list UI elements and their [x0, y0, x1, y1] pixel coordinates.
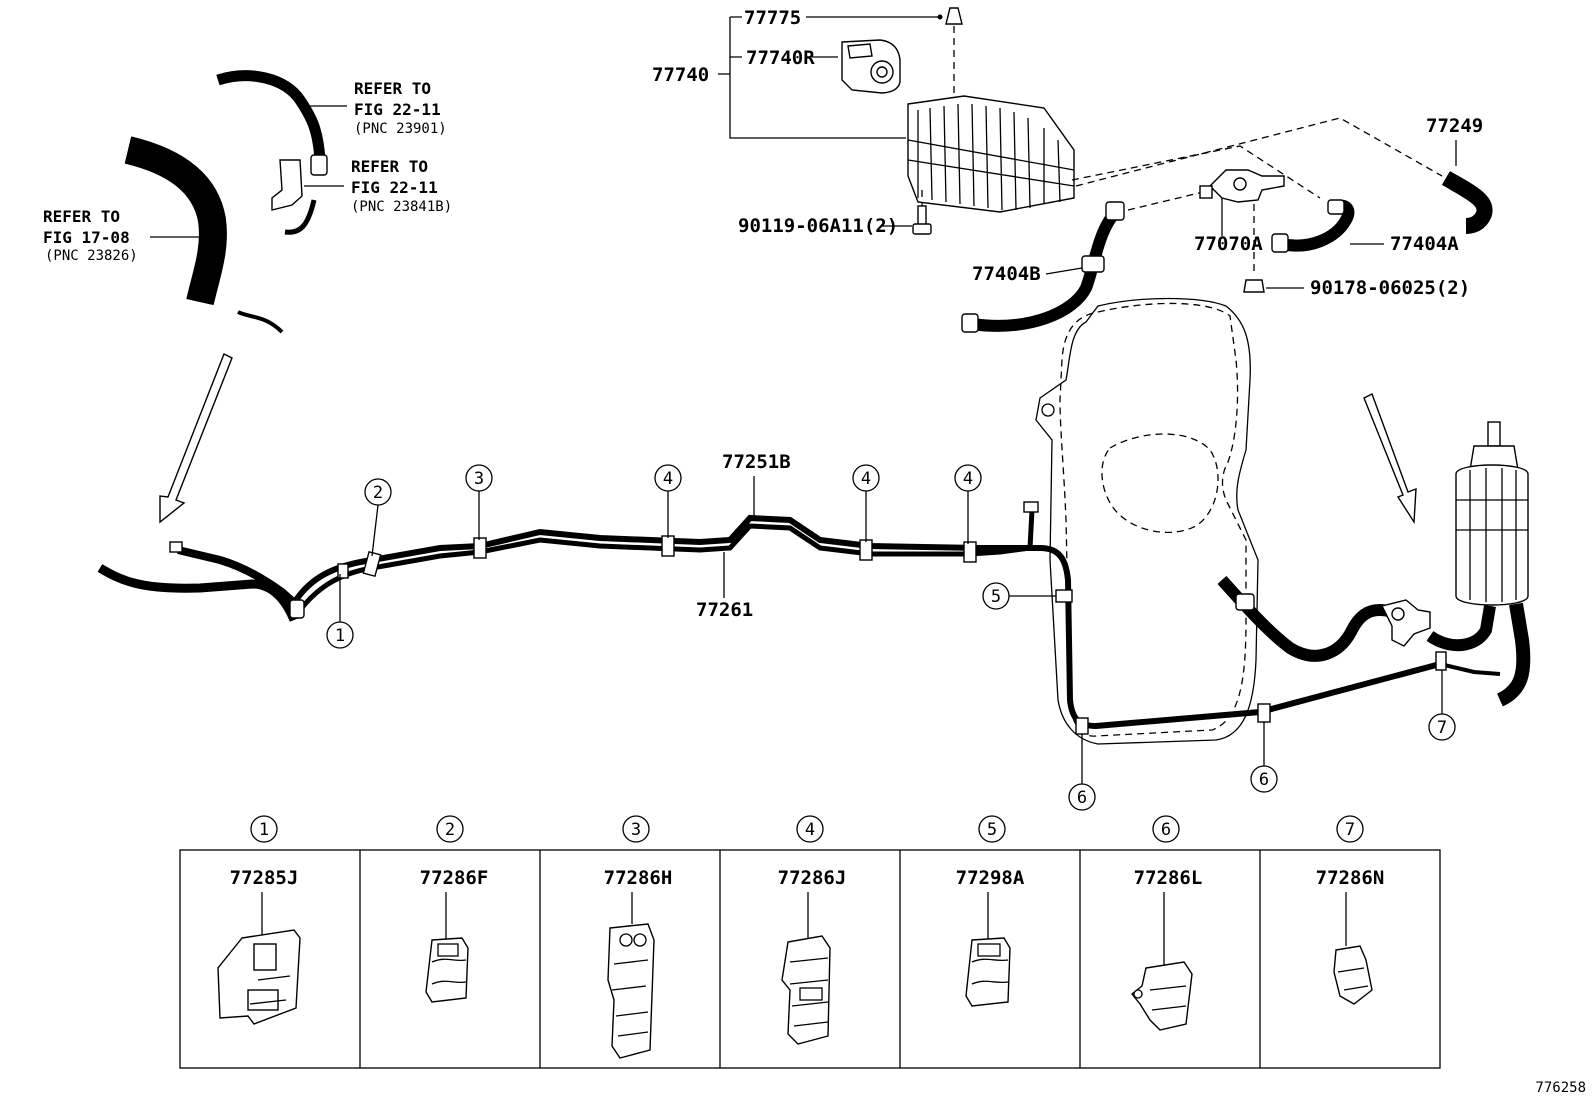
- clamp-77286N-icon: [1333, 945, 1373, 1005]
- hose-77249-icon: [1441, 171, 1493, 234]
- fuel-line-77261: [298, 501, 1039, 612]
- ref-hose-upper: [216, 70, 328, 176]
- svg-text:REFER TO: REFER TO: [43, 207, 120, 226]
- ref-fig-22-11-b-text: REFER TO FIG 22-11 (PNC 23841B): [351, 157, 452, 215]
- clamp-77286F-icon: [425, 937, 469, 1003]
- svg-text:77298A: 77298A: [956, 867, 1025, 889]
- svg-text:1: 1: [259, 820, 269, 840]
- svg-text:77286L: 77286L: [1134, 867, 1203, 889]
- svg-text:6: 6: [1259, 770, 1269, 790]
- svg-text:3: 3: [631, 820, 641, 840]
- clamp-77286J-icon: [781, 935, 831, 1045]
- arrow-right-down: [1363, 393, 1417, 525]
- svg-text:1: 1: [335, 626, 345, 646]
- svg-text:77286H: 77286H: [604, 867, 673, 889]
- ref-connector-bracket: [271, 159, 317, 235]
- svg-text:(PNC 23841B): (PNC 23841B): [351, 199, 452, 215]
- clip-77775-icon: [945, 7, 963, 25]
- svg-text:77286F: 77286F: [420, 867, 489, 889]
- svg-text:77775: 77775: [744, 7, 801, 29]
- svg-text:5: 5: [987, 820, 997, 840]
- part-77740-label: 77740: [652, 64, 709, 86]
- svg-text:77285J: 77285J: [230, 867, 299, 889]
- diagram-id: 776258: [1535, 1080, 1586, 1096]
- part-77251B-label: 77251B: [722, 451, 791, 473]
- svg-text:2: 2: [373, 483, 383, 503]
- hose-77404B-icon: [961, 201, 1125, 333]
- nut-90178-icon: [1243, 279, 1265, 293]
- vapor-hose-right: [1217, 575, 1431, 662]
- line-clamps: [337, 535, 1447, 735]
- clamp-cell-6: 6 77286L: [1131, 815, 1203, 1031]
- svg-text:6: 6: [1161, 820, 1171, 840]
- ref-fig-17-08-text: REFER TO FIG 17-08 (PNC 23826): [43, 207, 138, 264]
- valve-77740R-icon: [841, 39, 901, 94]
- clamp-table: [179, 849, 1441, 1069]
- canister-77740-icon: [907, 95, 1075, 213]
- svg-text:4: 4: [805, 820, 815, 840]
- svg-text:3: 3: [474, 469, 484, 489]
- svg-text:77286N: 77286N: [1316, 867, 1385, 889]
- part-77404B-label: 77404B: [972, 263, 1041, 285]
- valve-77070A-icon: [1199, 169, 1285, 203]
- clamp-cell-7: 7 77286N: [1316, 815, 1385, 1005]
- svg-text:4: 4: [663, 469, 673, 489]
- part-77740R-label: 77740R: [746, 47, 815, 69]
- part-77249-label: 77249: [1426, 115, 1483, 137]
- clamp-77285J-icon: [217, 929, 301, 1025]
- fuel-line-left-ends: [97, 541, 305, 622]
- svg-text:FIG 22-11: FIG 22-11: [354, 100, 441, 119]
- svg-text:FIG 17-08: FIG 17-08: [43, 228, 130, 247]
- svg-text:6: 6: [1077, 788, 1087, 808]
- part-77775-label: 77775: [744, 7, 801, 29]
- part-90178-label: 90178-06025(2): [1310, 277, 1470, 299]
- hose-77404A-icon: [1271, 199, 1355, 253]
- clamp-cell-1: 1 77285J: [217, 815, 301, 1025]
- clamp-cell-4: 4 77286J: [778, 815, 847, 1045]
- callouts: 1 2 3 4 4 4 5 6 6 7: [326, 464, 1456, 811]
- svg-text:(PNC 23901): (PNC 23901): [354, 121, 447, 137]
- clamp-77286H-icon: [607, 923, 655, 1059]
- fuel-tank-outline: [1035, 297, 1259, 745]
- ref-fig-22-11-a-text: REFER TO FIG 22-11 (PNC 23901): [354, 79, 447, 137]
- part-77261-label: 77261: [696, 599, 753, 621]
- clamp-77286L-icon: [1131, 961, 1193, 1031]
- svg-text:77286J: 77286J: [778, 867, 847, 889]
- clamp-cell-3: 3 77286H: [604, 815, 673, 1059]
- svg-text:(PNC 23826): (PNC 23826): [45, 248, 138, 264]
- part-77070A-label: 77070A: [1194, 233, 1263, 255]
- svg-text:FIG 22-11: FIG 22-11: [351, 178, 438, 197]
- bolt-90119-icon: [912, 190, 932, 235]
- ref-hose-large: [124, 136, 284, 334]
- part-77404A-label: 77404A: [1390, 233, 1459, 255]
- svg-text:2: 2: [445, 820, 455, 840]
- svg-text:4: 4: [861, 469, 871, 489]
- clamp-cell-2: 2 77286F: [420, 815, 489, 1003]
- clamp-cell-5: 5 77298A: [956, 815, 1025, 1007]
- svg-text:4: 4: [963, 469, 973, 489]
- svg-text:5: 5: [991, 587, 1001, 607]
- svg-text:REFER TO: REFER TO: [354, 79, 431, 98]
- clamp-77298A-icon: [965, 937, 1011, 1007]
- part-90119-label: 90119-06A11(2): [738, 215, 898, 237]
- svg-text:REFER TO: REFER TO: [351, 157, 428, 176]
- canister-right-icon: [1426, 421, 1531, 707]
- arrow-left-down: [159, 353, 233, 524]
- svg-text:7: 7: [1345, 820, 1355, 840]
- svg-text:7: 7: [1437, 718, 1447, 738]
